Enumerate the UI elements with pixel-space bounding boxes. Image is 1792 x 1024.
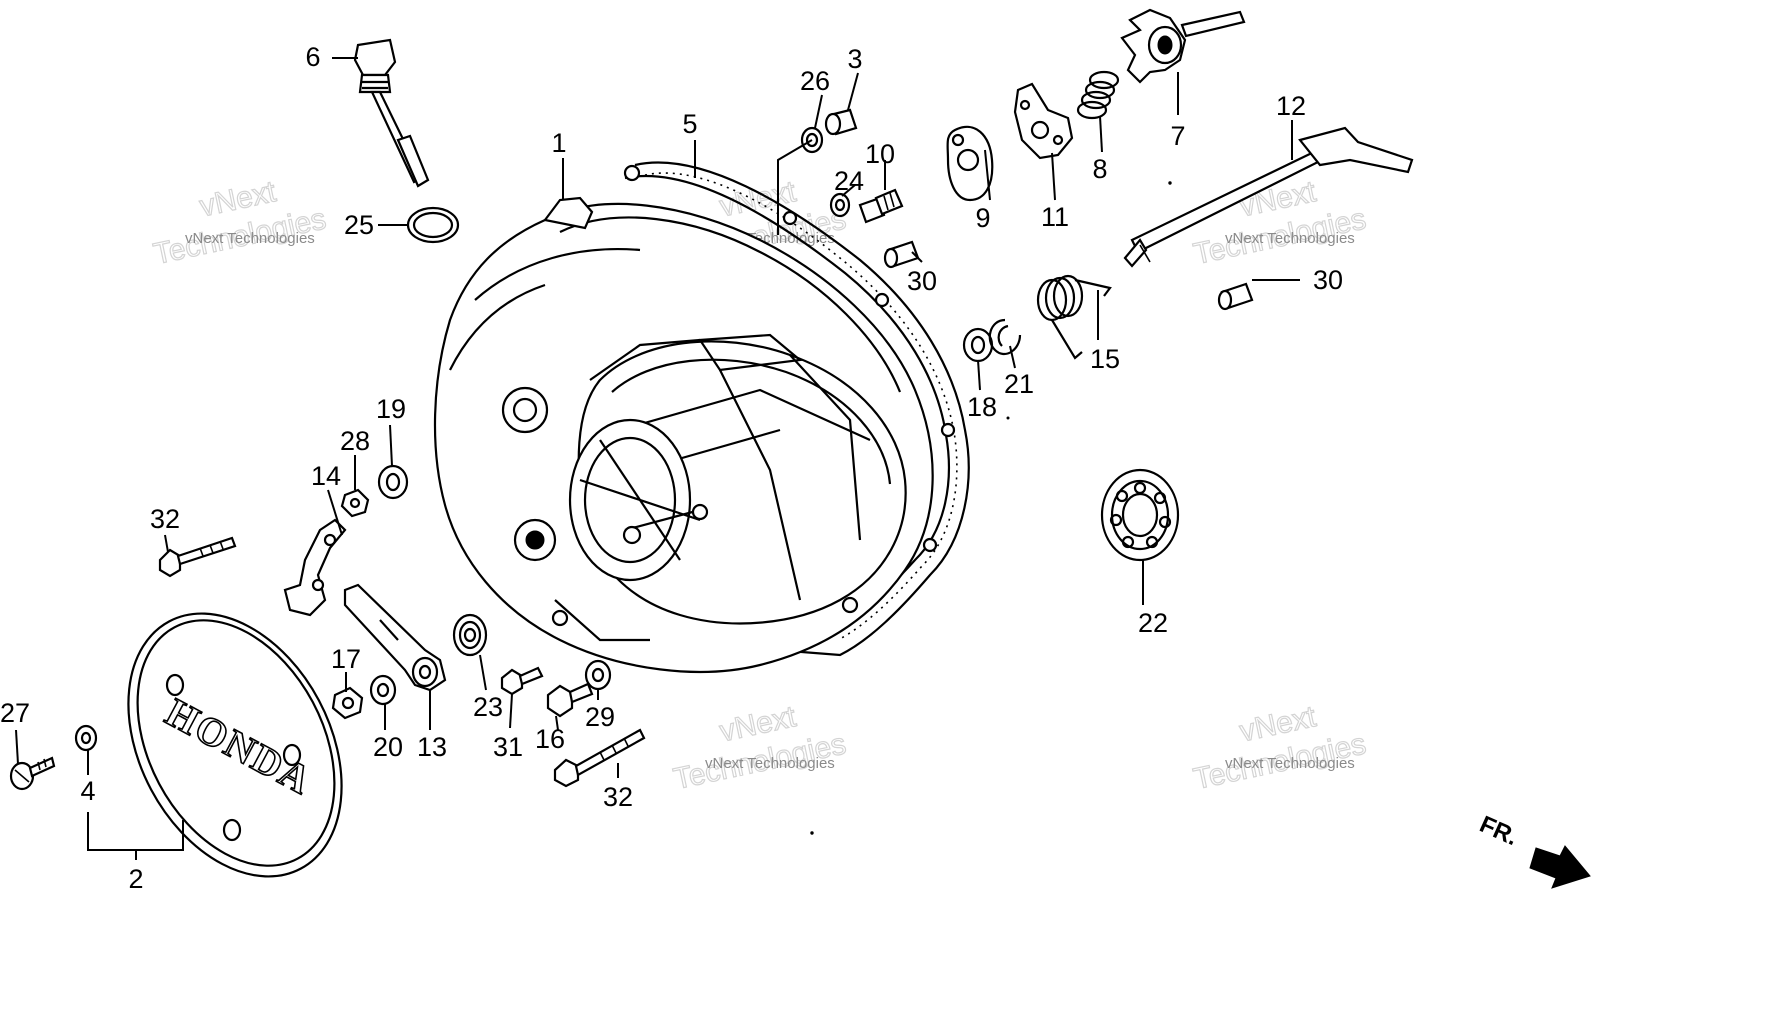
part-label: 1 — [551, 128, 566, 158]
part-label: 4 — [80, 776, 95, 806]
part-label: 28 — [340, 426, 370, 456]
washer-part-18 — [962, 327, 994, 363]
arrow-right-icon — [1529, 845, 1591, 889]
watermark-small: vNext Technologies — [1225, 230, 1355, 247]
dipstick-part-6 — [353, 38, 430, 188]
watermark-small: vNext Technologies — [705, 755, 835, 772]
seal-part-23 — [452, 613, 488, 657]
return-spring-part-15 — [1036, 274, 1112, 360]
part-label: 27 — [0, 698, 30, 728]
washer-part-24 — [829, 192, 851, 218]
nut-part-17 — [331, 686, 364, 720]
part-label: 31 — [493, 732, 523, 762]
washer-part-19 — [377, 464, 409, 500]
screw-part-27 — [9, 756, 56, 791]
part-label: 11 — [1041, 202, 1069, 232]
part-label: 30 — [907, 266, 937, 296]
part-label: 29 — [585, 702, 615, 732]
nut-part-28 — [340, 488, 370, 518]
clutch-cover-part-1 — [433, 196, 934, 673]
circlip-part-21 — [988, 318, 1022, 356]
shift-drum-part-7 — [1120, 8, 1246, 84]
part-label: 20 — [373, 732, 403, 762]
dowel-part-3 — [824, 108, 858, 136]
shift-shaft-part-12 — [1123, 126, 1414, 268]
washer-part-20 — [369, 674, 397, 706]
part-label: 32 — [603, 782, 633, 812]
part-label: 22 — [1138, 608, 1168, 638]
part-label: 5 — [682, 109, 697, 139]
part-label: 15 — [1090, 344, 1120, 374]
part-label: 6 — [305, 42, 320, 72]
bolt-part-32-lower — [553, 728, 646, 788]
cam-plate-part-9 — [946, 125, 994, 202]
leader-lines — [15, 57, 1300, 860]
part-label: 2 — [128, 864, 143, 894]
part-label: 26 — [800, 66, 830, 96]
bolt-part-32-upper — [158, 536, 237, 578]
part-label: 16 — [535, 724, 565, 754]
part-label: 24 — [834, 166, 864, 196]
part-label: 10 — [865, 139, 895, 169]
bolt-part-31 — [500, 666, 544, 696]
part-label: 32 — [150, 504, 180, 534]
part-label: 12 — [1276, 91, 1306, 121]
watermark-small: vNext Technologies — [1225, 755, 1355, 772]
washer-part-26 — [800, 126, 824, 154]
part-label: 17 — [331, 644, 361, 674]
part-label: 21 — [1004, 369, 1034, 399]
spring-part-8 — [1076, 70, 1120, 120]
bracket-part-14 — [283, 518, 347, 617]
bearing-part-22 — [1100, 468, 1180, 562]
part-label: 14 — [311, 461, 341, 491]
arm-part-13 — [343, 583, 447, 692]
part-label: 30 — [1313, 265, 1343, 295]
dowel-part-30 — [883, 240, 920, 269]
part-label: 18 — [967, 392, 997, 422]
part-label: 25 — [344, 210, 374, 240]
part-label: 9 — [975, 203, 990, 233]
part-label: 23 — [473, 692, 503, 722]
part-label: 3 — [847, 44, 862, 74]
bolt-part-16 — [546, 682, 594, 718]
front-direction-indicator: FR. — [1476, 811, 1591, 889]
part-label: 13 — [417, 732, 447, 762]
part-label: 8 — [1092, 154, 1107, 184]
stopper-plate-part-11 — [1013, 82, 1074, 160]
washer-part-4 — [74, 724, 98, 752]
part-number-labels: 1 2 3 4 5 6 7 8 9 10 11 12 13 14 15 16 1… — [0, 42, 1343, 894]
outer-cover-part-2: HONDA — [127, 612, 343, 878]
part-label: 7 — [1170, 121, 1185, 151]
bolt-part-10 — [858, 188, 904, 224]
watermark-small: vNext Technologies — [185, 230, 315, 247]
part-label: 19 — [376, 394, 406, 424]
front-direction-label: FR. — [1476, 811, 1522, 851]
o-ring-part-25 — [406, 206, 460, 244]
dowel-part-30b — [1217, 282, 1254, 311]
washer-part-29 — [584, 659, 612, 691]
